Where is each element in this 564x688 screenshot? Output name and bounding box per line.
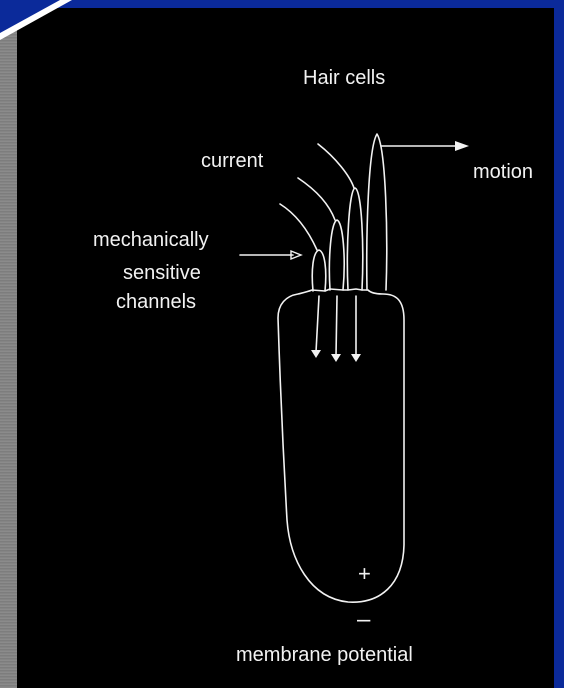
- internal-current-arrowhead-2: [331, 354, 341, 362]
- membrane-potential-label: membrane potential: [236, 643, 413, 667]
- hair-cells-title: Hair cells: [303, 66, 385, 90]
- stereocilium-1: [312, 250, 326, 291]
- minus-sign: –: [357, 608, 370, 632]
- internal-current-arrowhead-3: [351, 354, 361, 362]
- channels-label-line3: channels: [116, 290, 196, 314]
- current-label: current: [201, 149, 263, 173]
- stereocilium-2: [329, 220, 344, 290]
- stereocilium-3: [347, 188, 362, 290]
- channels-label-line2: sensitive: [123, 261, 201, 285]
- motion-label: motion: [473, 160, 533, 184]
- channels-label-line1: mechanically: [93, 228, 209, 252]
- internal-current-arrowhead-1: [311, 350, 321, 358]
- motion-arrowhead: [455, 141, 469, 151]
- current-arc-1: [280, 204, 317, 250]
- current-arc-2: [298, 178, 335, 220]
- internal-current-line-1: [316, 296, 319, 352]
- plus-sign: +: [358, 562, 371, 586]
- cell-body-outline: [278, 289, 404, 602]
- internal-current-line-2: [336, 296, 337, 356]
- stereocilium-4: [367, 134, 387, 290]
- current-arc-3: [318, 144, 354, 188]
